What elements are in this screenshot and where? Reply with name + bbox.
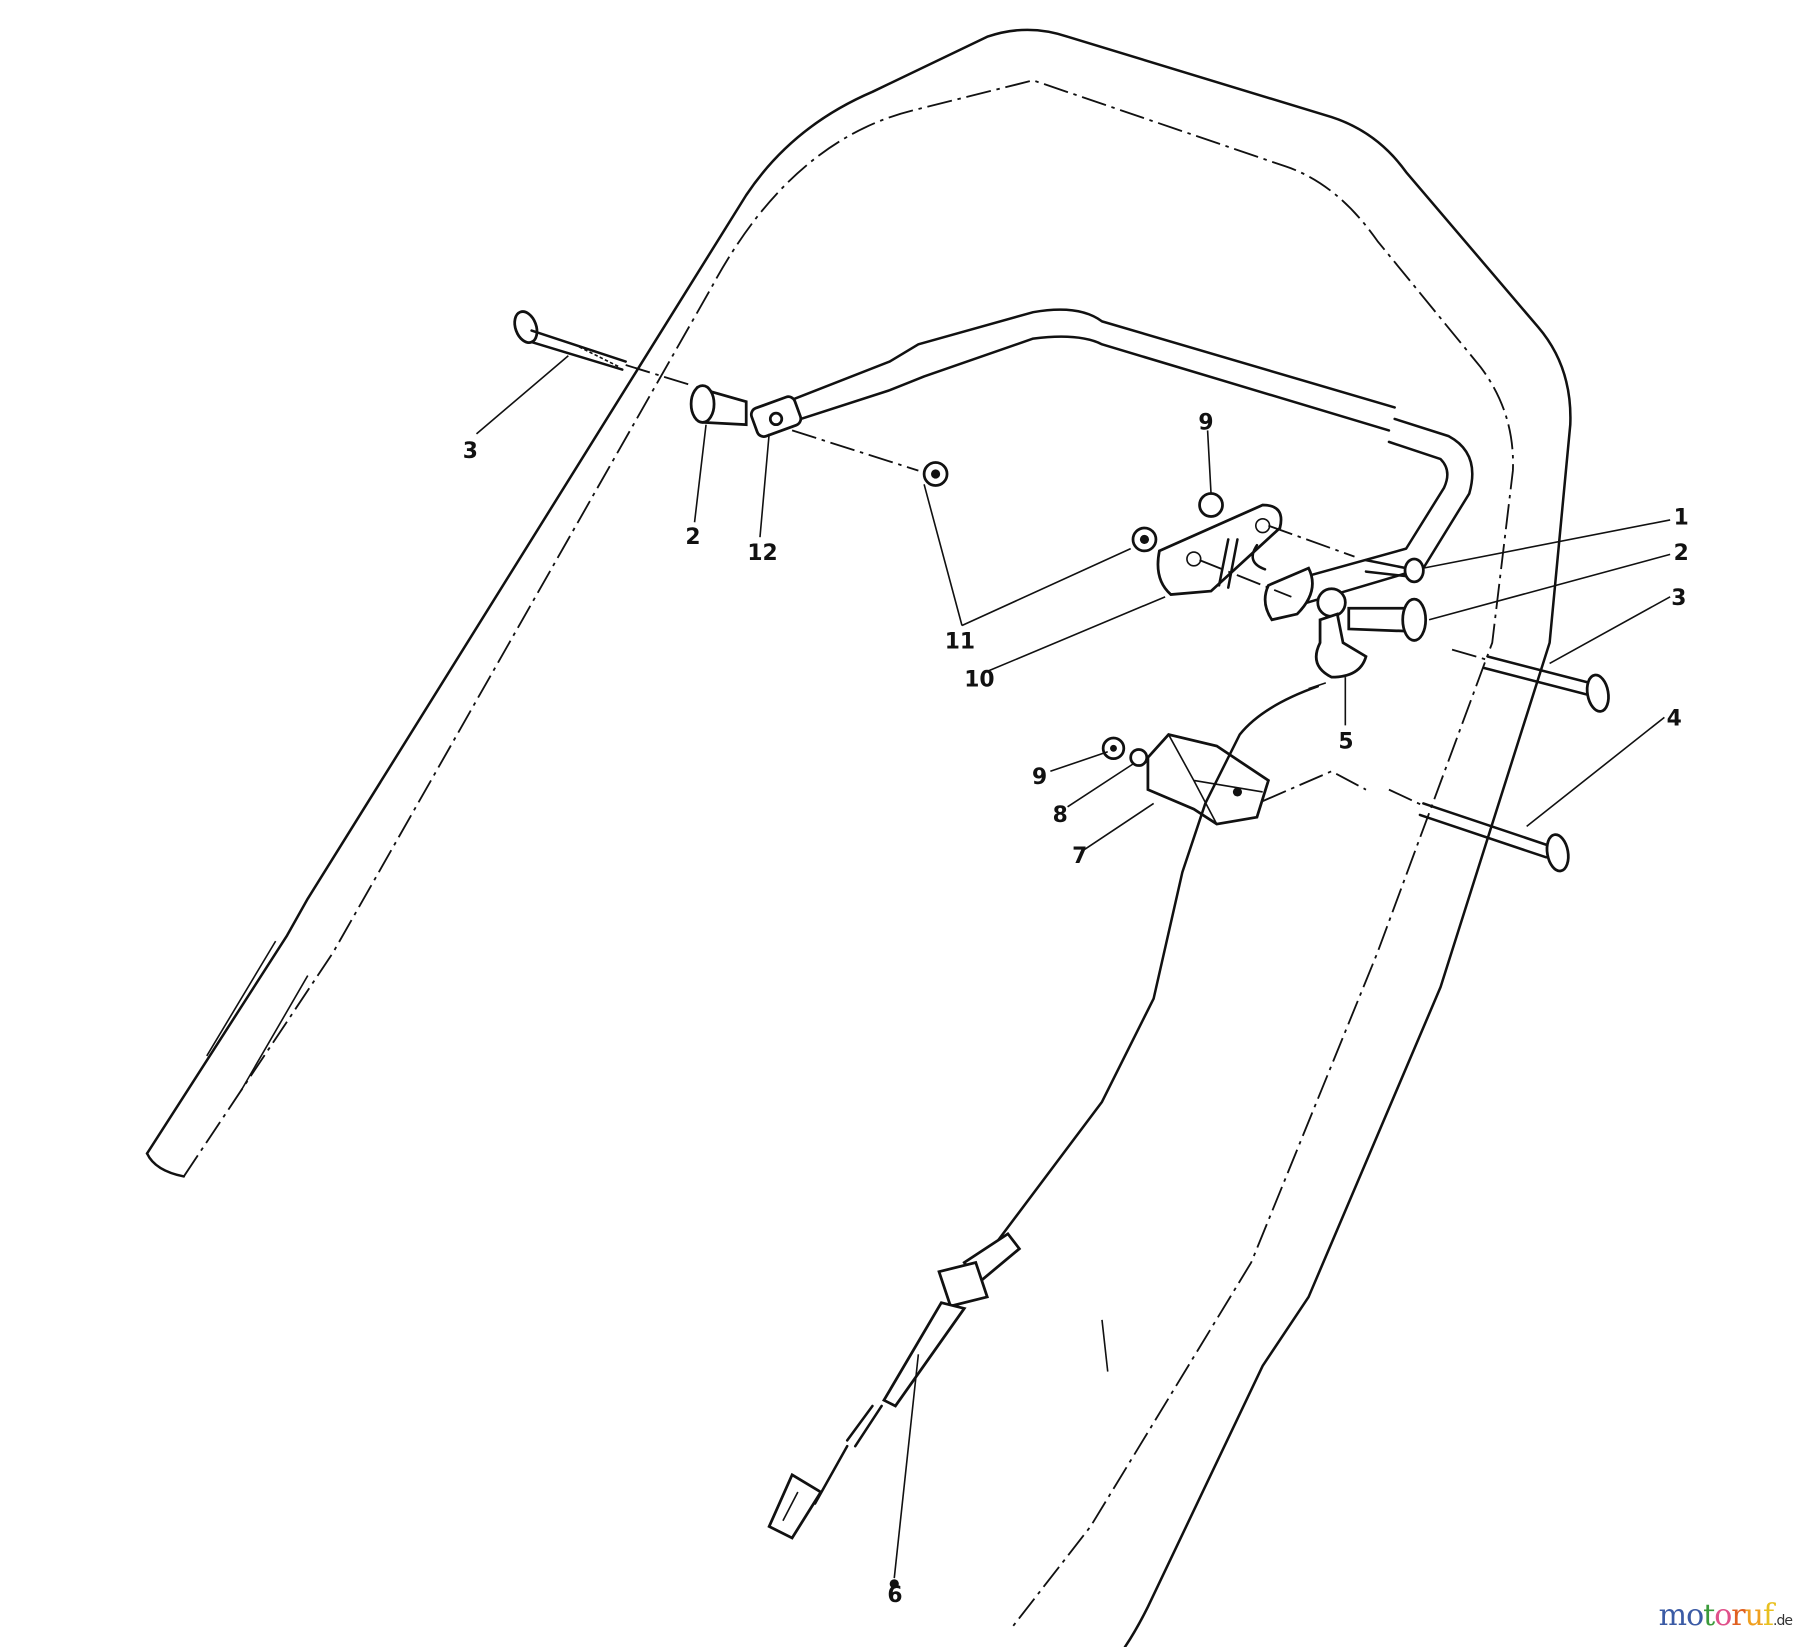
control-bail — [749, 308, 1474, 622]
watermark-letter: f — [1762, 1598, 1774, 1633]
nut-11-upper — [791, 429, 949, 487]
bracket-10 — [1131, 492, 1355, 598]
cable-clamp-7 — [1101, 733, 1367, 826]
callout-12: 12 — [747, 541, 777, 566]
bolt-3-right — [1451, 648, 1610, 713]
watermark-letter: m — [1658, 1598, 1687, 1633]
screw-1 — [1364, 557, 1425, 584]
watermark-letter: o — [1714, 1598, 1732, 1633]
callout-3-right: 3 — [1671, 586, 1686, 611]
callout-10: 10 — [964, 667, 994, 692]
spacer-2-left — [689, 384, 748, 427]
callout-labels: 3 2 12 9 11 10 1 2 3 4 5 9 8 7 6 — [463, 410, 1689, 1608]
pin-2-right — [1316, 587, 1428, 642]
watermark-letter: t — [1703, 1598, 1715, 1633]
callout-5: 5 — [1338, 729, 1353, 754]
callout-11: 11 — [945, 629, 975, 654]
callout-2-right: 2 — [1674, 541, 1689, 566]
callout-8: 8 — [1053, 803, 1068, 828]
callout-7: 7 — [1072, 844, 1087, 869]
bolt-3-left — [513, 310, 690, 386]
callout-3: 3 — [463, 439, 478, 464]
callout-2: 2 — [685, 525, 700, 550]
watermark-letter: o — [1686, 1598, 1704, 1633]
handle-tube — [145, 28, 1572, 1647]
watermark-letter: r — [1731, 1598, 1745, 1633]
leader-lines — [475, 355, 1671, 850]
watermark-logo: motoruf.de — [1658, 1598, 1793, 1633]
bolt-4 — [1388, 788, 1570, 873]
callout-6: 6 — [887, 1583, 902, 1608]
watermark-letter: u — [1744, 1598, 1764, 1633]
callout-4: 4 — [1667, 706, 1682, 731]
cable-6 — [767, 685, 1320, 1589]
callout-9-lower: 9 — [1032, 765, 1047, 790]
callout-9: 9 — [1198, 410, 1213, 435]
callout-1: 1 — [1674, 506, 1689, 531]
